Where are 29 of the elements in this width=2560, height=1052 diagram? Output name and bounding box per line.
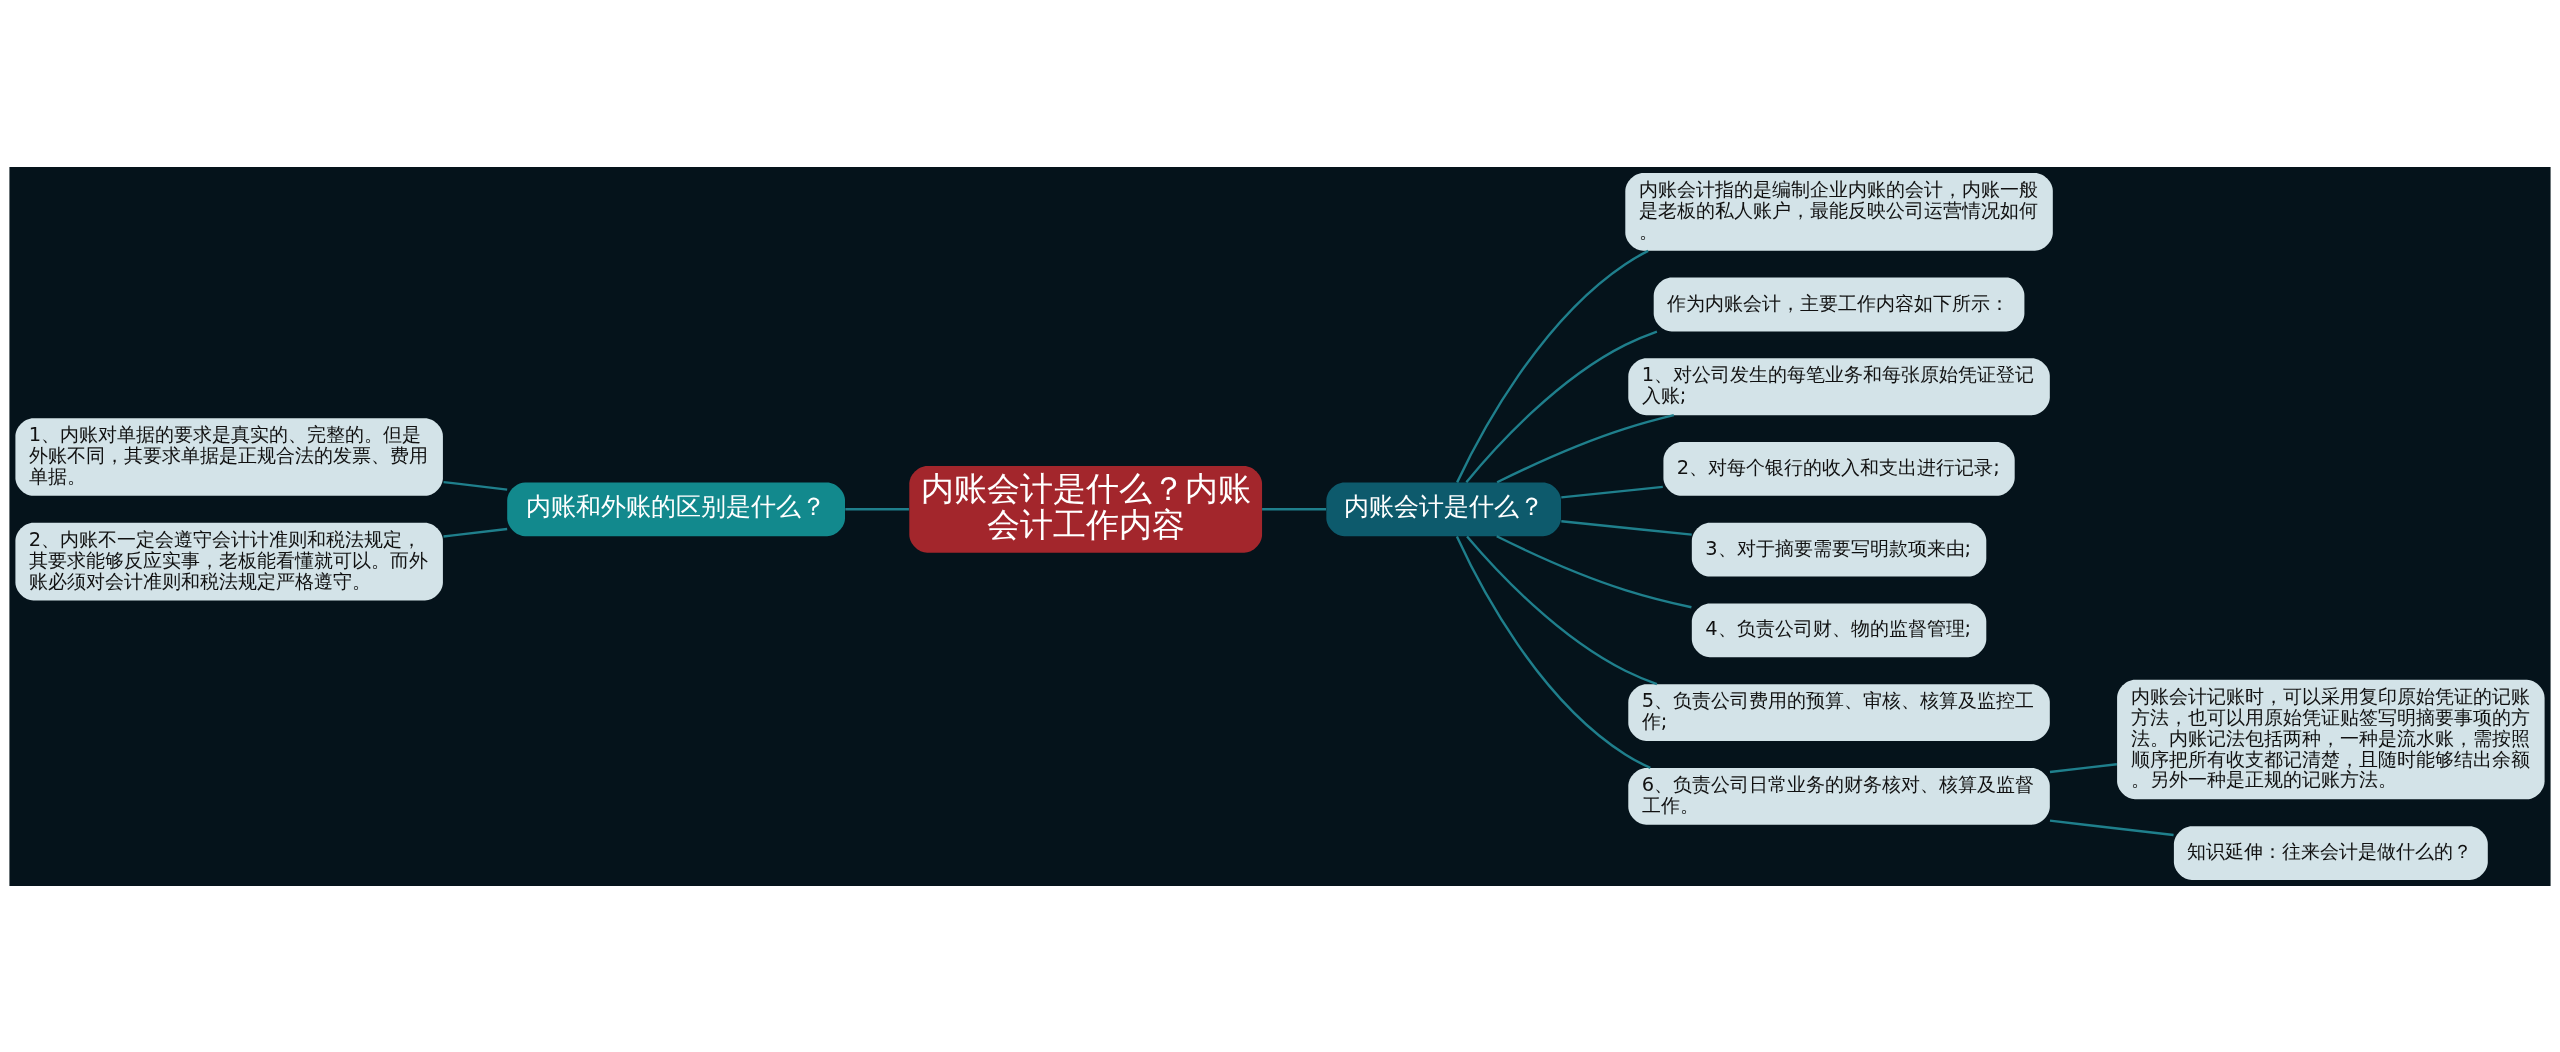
node-box: 5、负责公司费用的预算、审核、核算及监控工作; — [1628, 683, 2050, 741]
node-box: 2、对每个银行的收入和支出进行记录; — [1663, 441, 2015, 496]
connector — [2049, 762, 2117, 773]
node-box: 作为内账会计，主要工作内容如下所示： — [1653, 277, 2025, 331]
node-box: 内账会计是什么？内账会计工作内容 — [909, 465, 1263, 553]
node-box: 内账会计指的是编制企业内账的会计，内账一般是老板的私人账户，最能反映公司运营情况如何。 — [1625, 172, 2053, 251]
connector — [1262, 507, 1327, 510]
node-box: 1、对公司发生的每笔业务和每张原始凭证登记入账; — [1628, 357, 2050, 415]
connector — [1465, 329, 1658, 483]
connector — [1561, 485, 1663, 499]
node-box: 内账会计记账时，可以采用复印原始凭证的记账方法，也可以用原始凭证贴签写明摘要事项的方法。内账记法包括两种，一种是流水账，需按照顺序把所有收支都记清楚，且随时能够结出余额。另外一种是正规的记账方法。 — [2117, 679, 2545, 799]
connector — [443, 527, 508, 538]
node-box: 知识延伸：往来会计是做什么的？ — [2173, 825, 2488, 880]
node-box: 4、负责公司财、物的监督管理; — [1691, 603, 1987, 657]
node-box: 3、对于摘要需要写明款项来由; — [1691, 522, 1987, 577]
connector — [2049, 818, 2174, 836]
node-box: 2、内账不一定会遵守会计计准则和税法规定，其要求能够反应实事，老板能看懂就可以。而外账必须对会计准则和税法规定严格遵守。 — [15, 522, 443, 600]
node-box: 1、内账对单据的要求是真实的、完整的。但是外账不同，其要求单据是正规合法的发票、费用单据。 — [15, 417, 443, 496]
connector — [1561, 519, 1692, 536]
connector — [845, 507, 909, 510]
connector — [1466, 535, 1658, 685]
node-box: 内账会计是什么？ — [1326, 481, 1561, 536]
connector — [1496, 413, 1675, 483]
connector — [1496, 534, 1692, 608]
node-box: 6、负责公司日常业务的财务核对、核算及监督工作。 — [1628, 767, 2050, 825]
connector — [443, 480, 508, 491]
node-box: 内账和外账的区别是什么？ — [507, 481, 845, 536]
connector — [1455, 535, 1651, 769]
connector — [1456, 249, 1649, 483]
